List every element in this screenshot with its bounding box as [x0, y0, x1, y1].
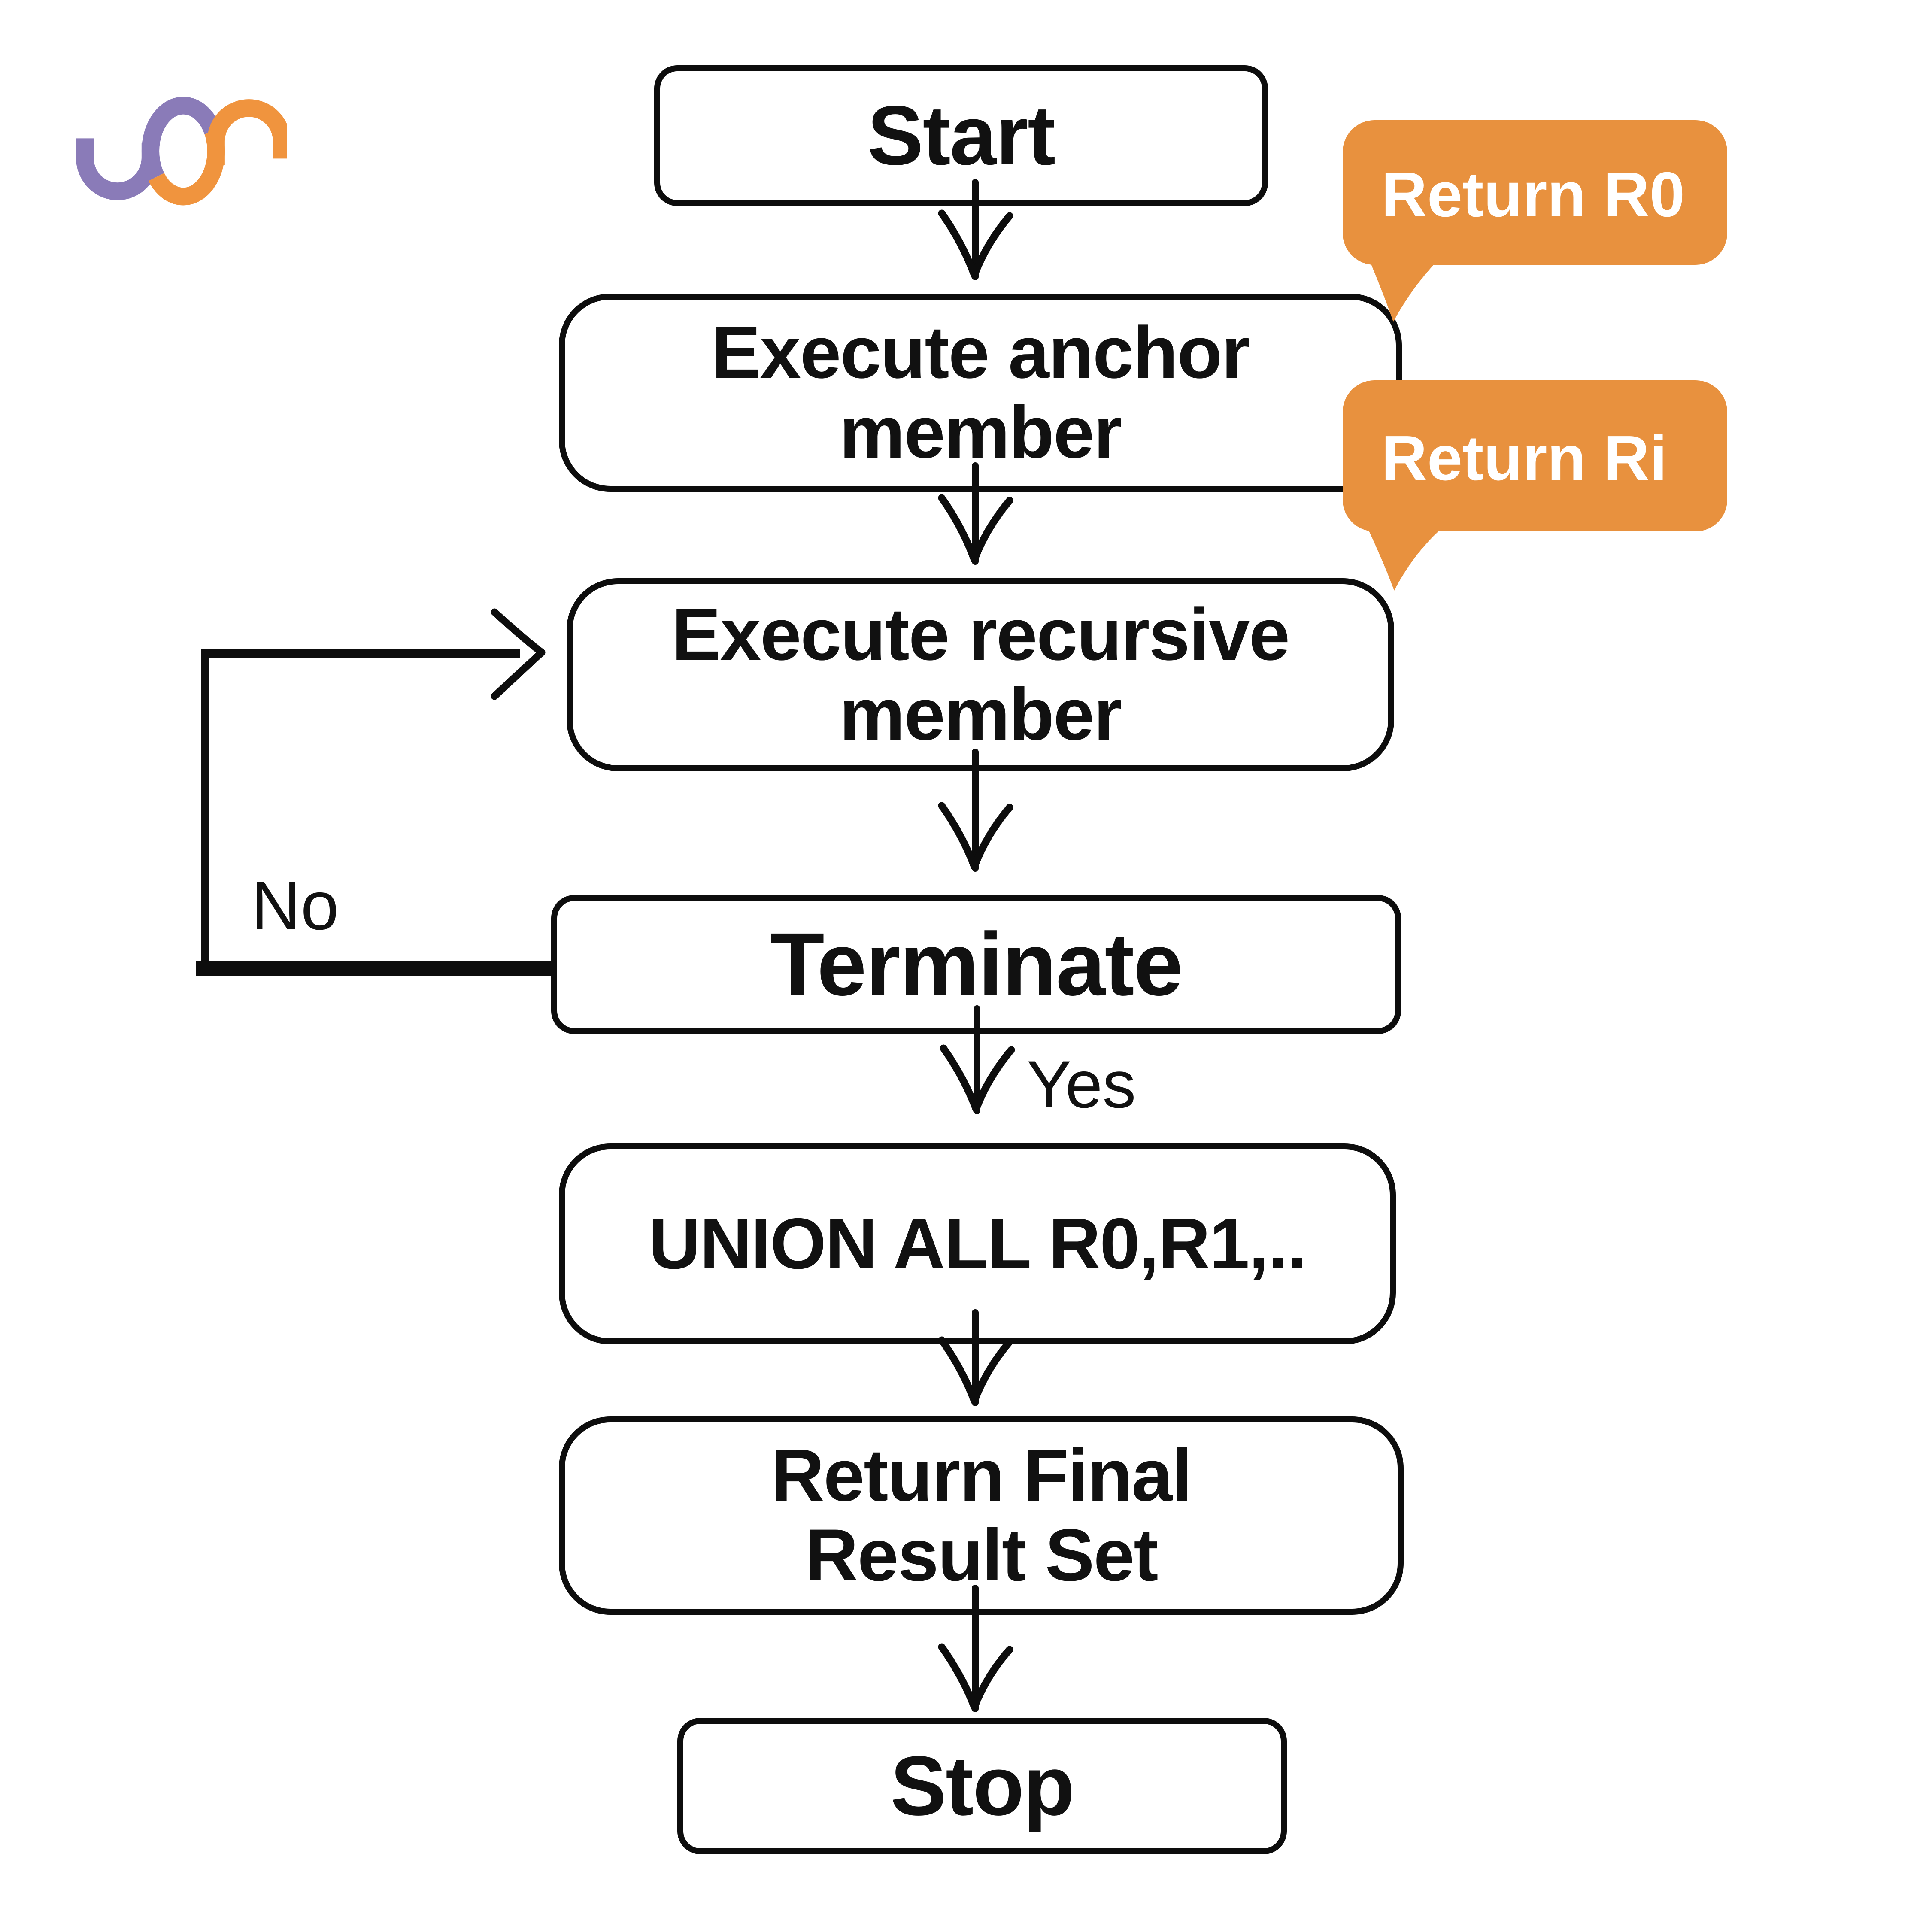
logo-o-top-shape	[141, 97, 221, 181]
callout-return-r0-label: Return R0	[1381, 159, 1685, 230]
node-final-label-line2: Result Set	[805, 1514, 1158, 1596]
logo-u-shape	[76, 138, 159, 200]
node-terminate: Terminate	[551, 895, 1401, 1034]
callout-return-r0: Return R0	[1343, 120, 1727, 322]
logo-n-shape	[207, 99, 287, 165]
callout-return-ri-tail	[1368, 528, 1442, 591]
node-anchor-label-line1: Execute anchor	[711, 311, 1250, 394]
node-execute-recursive-member: Execute recursive member	[567, 578, 1394, 771]
arrowhead-anchor-to-recursive-icon	[938, 494, 1013, 564]
arrowhead-terminate-to-union-icon	[940, 1044, 1015, 1113]
arrowhead-union-to-final-icon	[938, 1336, 1013, 1405]
node-union-all: UNION ALL R0,R1,..	[559, 1143, 1396, 1344]
node-stop: Stop	[677, 1718, 1287, 1854]
node-execute-anchor-member: Execute anchor member	[559, 294, 1402, 492]
arrowhead-final-to-stop-icon	[938, 1643, 1013, 1711]
logo-o-bottom-shape	[148, 128, 225, 206]
arrowhead-no-loop-icon	[491, 608, 546, 700]
brand-logo-icon	[76, 97, 287, 206]
arrowhead-recursive-to-terminate-icon	[938, 802, 1013, 870]
node-terminate-label: Terminate	[770, 914, 1183, 1014]
node-start: Start	[654, 65, 1268, 206]
node-start-label: Start	[867, 88, 1056, 183]
node-stop-label: Stop	[890, 1739, 1074, 1833]
arrowhead-start-to-anchor-icon	[938, 209, 1013, 279]
node-final-label-line1: Return Final	[771, 1434, 1192, 1517]
node-recursive-label-line2: member	[839, 673, 1122, 755]
edge-label-yes: Yes	[1027, 1047, 1136, 1122]
node-recursive-label-line1: Execute recursive	[671, 593, 1290, 676]
node-return-final-result-set: Return Final Result Set	[559, 1416, 1404, 1615]
node-union-all-label: UNION ALL R0,R1,..	[648, 1203, 1307, 1284]
node-anchor-label-line2: member	[839, 391, 1122, 473]
callout-return-r0-bubble	[1343, 120, 1727, 265]
edge-label-no: No	[251, 867, 339, 944]
callout-return-ri-label: Return Ri	[1381, 423, 1667, 494]
